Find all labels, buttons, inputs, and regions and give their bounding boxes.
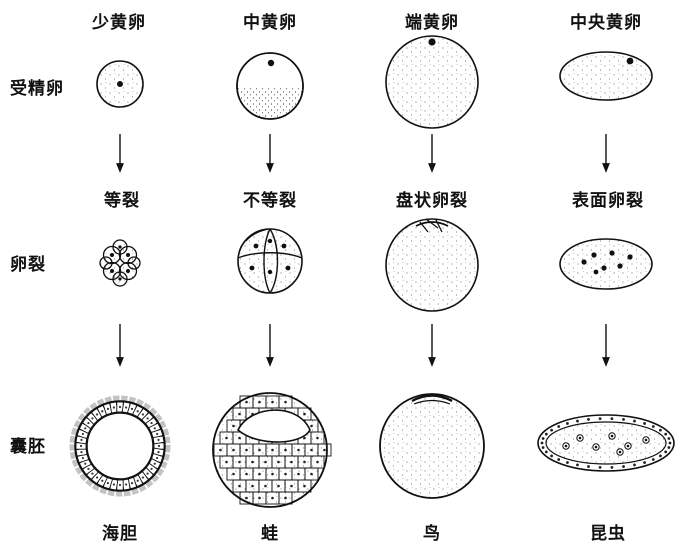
blastula-frog [213,393,331,507]
fertilized-egg-centrolecithal [560,52,652,100]
cleavage-bird [386,219,478,311]
cleavage-sea-urchin [100,240,140,286]
cleavage-insect [560,239,652,289]
blastula-insect [538,415,674,471]
fertilized-egg-telolecithal [386,36,478,128]
blastula-sea-urchin [75,401,165,491]
fertilized-egg-oligolecithal [97,61,143,107]
fertilized-egg-mesolecithal [236,53,306,122]
cleavage-frog [238,229,302,293]
blastula-bird [380,394,484,498]
